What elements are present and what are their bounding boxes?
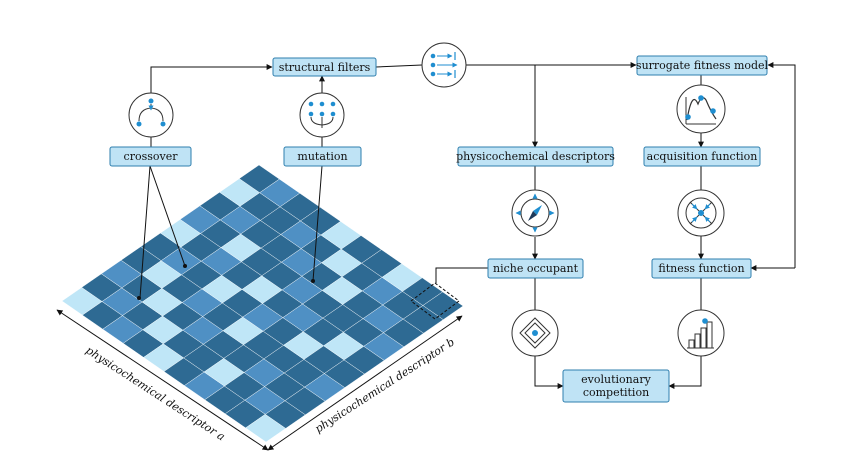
evolutionary-competition-label-line1: evolutionary <box>581 373 651 386</box>
surrogate-fitness-model-label: surrogate fitness model <box>636 59 769 72</box>
physicochemical-descriptors-label: physicochemical descriptors <box>456 150 615 163</box>
crossover-box: crossover <box>109 146 192 167</box>
filter-arrows-icon <box>421 42 467 88</box>
grid-cell <box>422 291 464 320</box>
fitness-function-box: fitness function <box>651 258 752 279</box>
acquisition-function-box: acquisition function <box>643 146 761 167</box>
target-icon <box>677 189 725 237</box>
crossover-label: crossover <box>124 150 179 163</box>
compass-icon <box>511 189 559 237</box>
mutation-icon <box>299 92 345 138</box>
crossover-icon <box>128 92 174 138</box>
acquisition-function-label: acquisition function <box>647 150 758 163</box>
mutation-label: mutation <box>297 150 347 163</box>
axis-a-line <box>56 309 269 451</box>
bar-chart-icon <box>677 309 725 357</box>
structural-filters-box: structural filters <box>272 57 377 77</box>
mutation-box: mutation <box>283 146 362 167</box>
niche-occupant-box: niche occupant <box>487 258 584 279</box>
structural-filters-label: structural filters <box>279 61 371 74</box>
evolutionary-competition-box: evolutionary competition <box>562 369 670 403</box>
niche-occupant-label: niche occupant <box>493 262 579 275</box>
connectors <box>139 62 796 389</box>
physicochemical-descriptors-box: physicochemical descriptors <box>456 146 615 167</box>
fitness-curve-icon <box>676 84 726 134</box>
niche-icon <box>511 309 559 357</box>
descriptor-grid <box>61 164 464 443</box>
evolutionary-competition-label-line2: competition <box>583 386 649 399</box>
axis-b-line <box>267 315 463 451</box>
surrogate-fitness-model-box: surrogate fitness model <box>636 55 769 76</box>
fitness-function-label: fitness function <box>658 262 744 275</box>
